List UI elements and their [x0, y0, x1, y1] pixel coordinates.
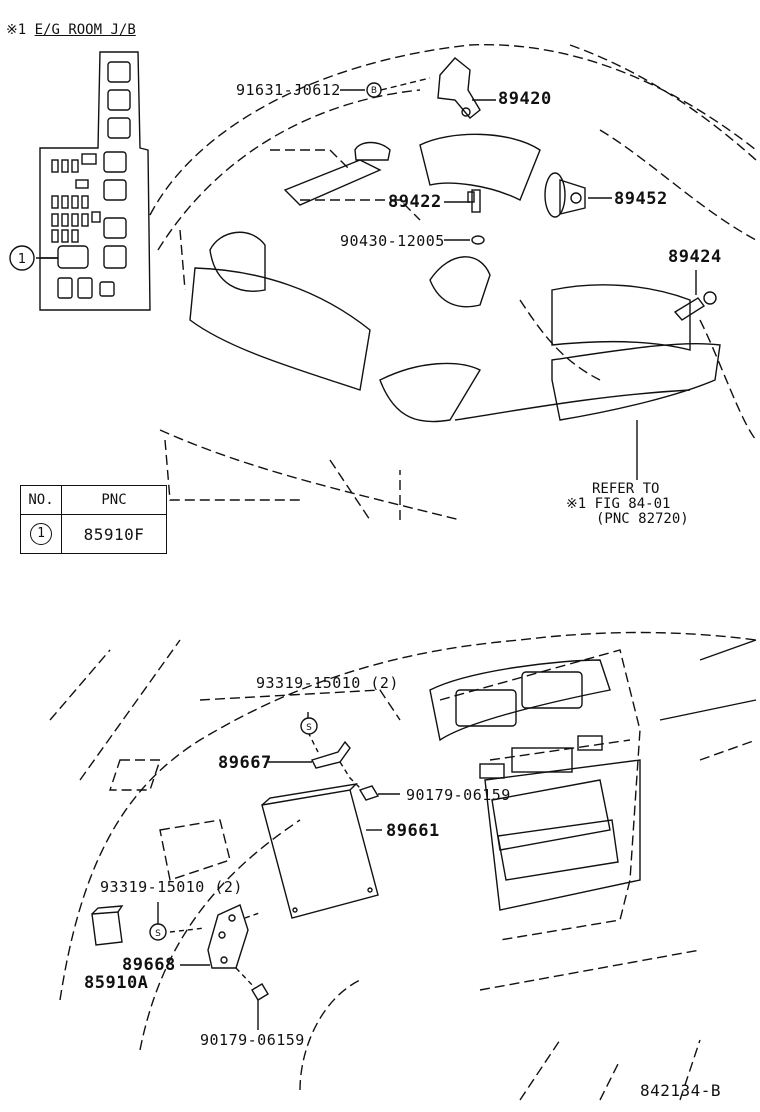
- label-93319-15010-lower: 93319-15010 (2): [100, 878, 243, 896]
- label-89424: 89424: [668, 247, 722, 267]
- table-cell-no: 1: [20, 514, 62, 554]
- label-89667: 89667: [218, 753, 272, 773]
- title-text: E/G ROOM J/B: [34, 22, 136, 38]
- part-90430: [471, 235, 485, 245]
- engine-bay-solid: [189, 133, 721, 423]
- dashboard-drawing: [49, 631, 757, 1101]
- label-91631-j0612: 91631-J0612: [236, 81, 341, 99]
- label-90179-06159-lower: 90179-06159: [200, 1031, 305, 1049]
- junction-block-drawing: [36, 51, 151, 311]
- figure-number: 842134-B: [640, 1081, 722, 1100]
- label-89668: 89668: [122, 955, 176, 975]
- part-90179-upper: [358, 785, 380, 801]
- jb-title: ※1 E/G ROOM J/B: [6, 22, 136, 38]
- part-89668: [207, 904, 249, 969]
- table-header-no: NO.: [20, 485, 62, 515]
- label-89420: 89420: [498, 89, 552, 109]
- s-symbol-upper: S: [306, 723, 312, 733]
- part-90179-lower: [251, 983, 269, 1001]
- refer-line-3: (PNC 82720): [596, 511, 689, 527]
- refer-line-1: REFER TO: [592, 481, 660, 497]
- s-symbol-lower: S: [155, 929, 161, 939]
- b-symbol: B: [371, 86, 377, 96]
- table-row: 1 85910F: [20, 514, 167, 554]
- callout-number: 1: [18, 252, 26, 267]
- part-89661: [261, 782, 379, 919]
- label-89422: 89422: [388, 192, 442, 212]
- part-89667: [311, 740, 351, 769]
- label-89661: 89661: [386, 821, 440, 841]
- table-cell-pnc: 85910F: [61, 514, 167, 554]
- title-mark: ※1: [6, 22, 27, 38]
- label-90430-12005: 90430-12005: [340, 232, 445, 250]
- part-89424: [673, 291, 717, 321]
- label-85910A: 85910A: [84, 973, 149, 993]
- refer-line-2: ※1 FIG 84-01: [566, 496, 671, 512]
- part-89452: [544, 172, 586, 218]
- engine-bay-drawing: [149, 43, 757, 521]
- label-90179-06159-upper: 90179-06159: [406, 786, 511, 804]
- label-89452: 89452: [614, 189, 668, 209]
- part-89422: [467, 189, 481, 213]
- part-89420: [437, 57, 481, 119]
- dashboard-solid: [429, 639, 757, 911]
- label-93319-15010-upper: 93319-15010 (2): [256, 674, 399, 692]
- part-85910A: [91, 905, 124, 946]
- table-header-pnc: PNC: [61, 485, 167, 515]
- pnc-table: NO. PNC 1 85910F: [20, 485, 167, 554]
